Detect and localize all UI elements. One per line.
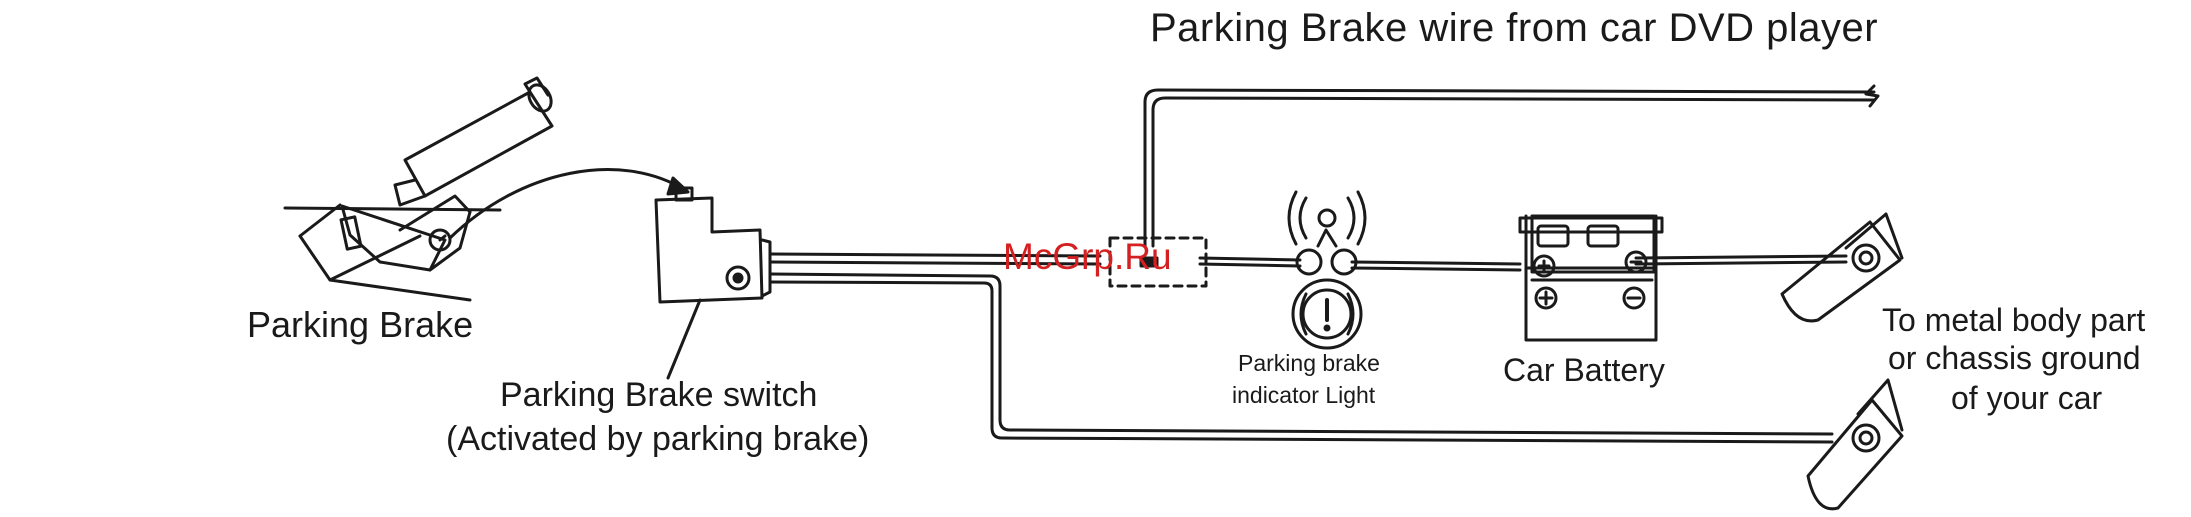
watermark: McGrp.Ru xyxy=(1003,236,1172,278)
parking-brake-lever-icon xyxy=(285,78,556,300)
ground-label-line3: of your car xyxy=(1951,380,2102,417)
switch-label-line1: Parking Brake switch xyxy=(500,376,817,415)
indicator-light-label-line1: Parking brake xyxy=(1238,350,1380,377)
dvd-wire-label: Parking Brake wire from car DVD player xyxy=(1150,6,1878,51)
parking-brake-label: Parking Brake xyxy=(247,304,473,346)
indicator-light-label-line2: indicator Light xyxy=(1232,382,1375,409)
car-battery-icon xyxy=(1520,216,1662,340)
indicator-light-icon xyxy=(1289,192,1365,348)
ground-label-line1: To metal body part xyxy=(1882,302,2145,339)
switch-label-line2: (Activated by parking brake) xyxy=(446,420,869,459)
ground-clamp-lower-icon xyxy=(1808,380,1902,509)
ground-label-line2: or chassis ground xyxy=(1888,340,2141,377)
car-battery-label: Car Battery xyxy=(1503,352,1665,389)
parking-brake-switch-icon xyxy=(656,188,770,378)
arrow-lever-to-switch xyxy=(450,170,688,238)
